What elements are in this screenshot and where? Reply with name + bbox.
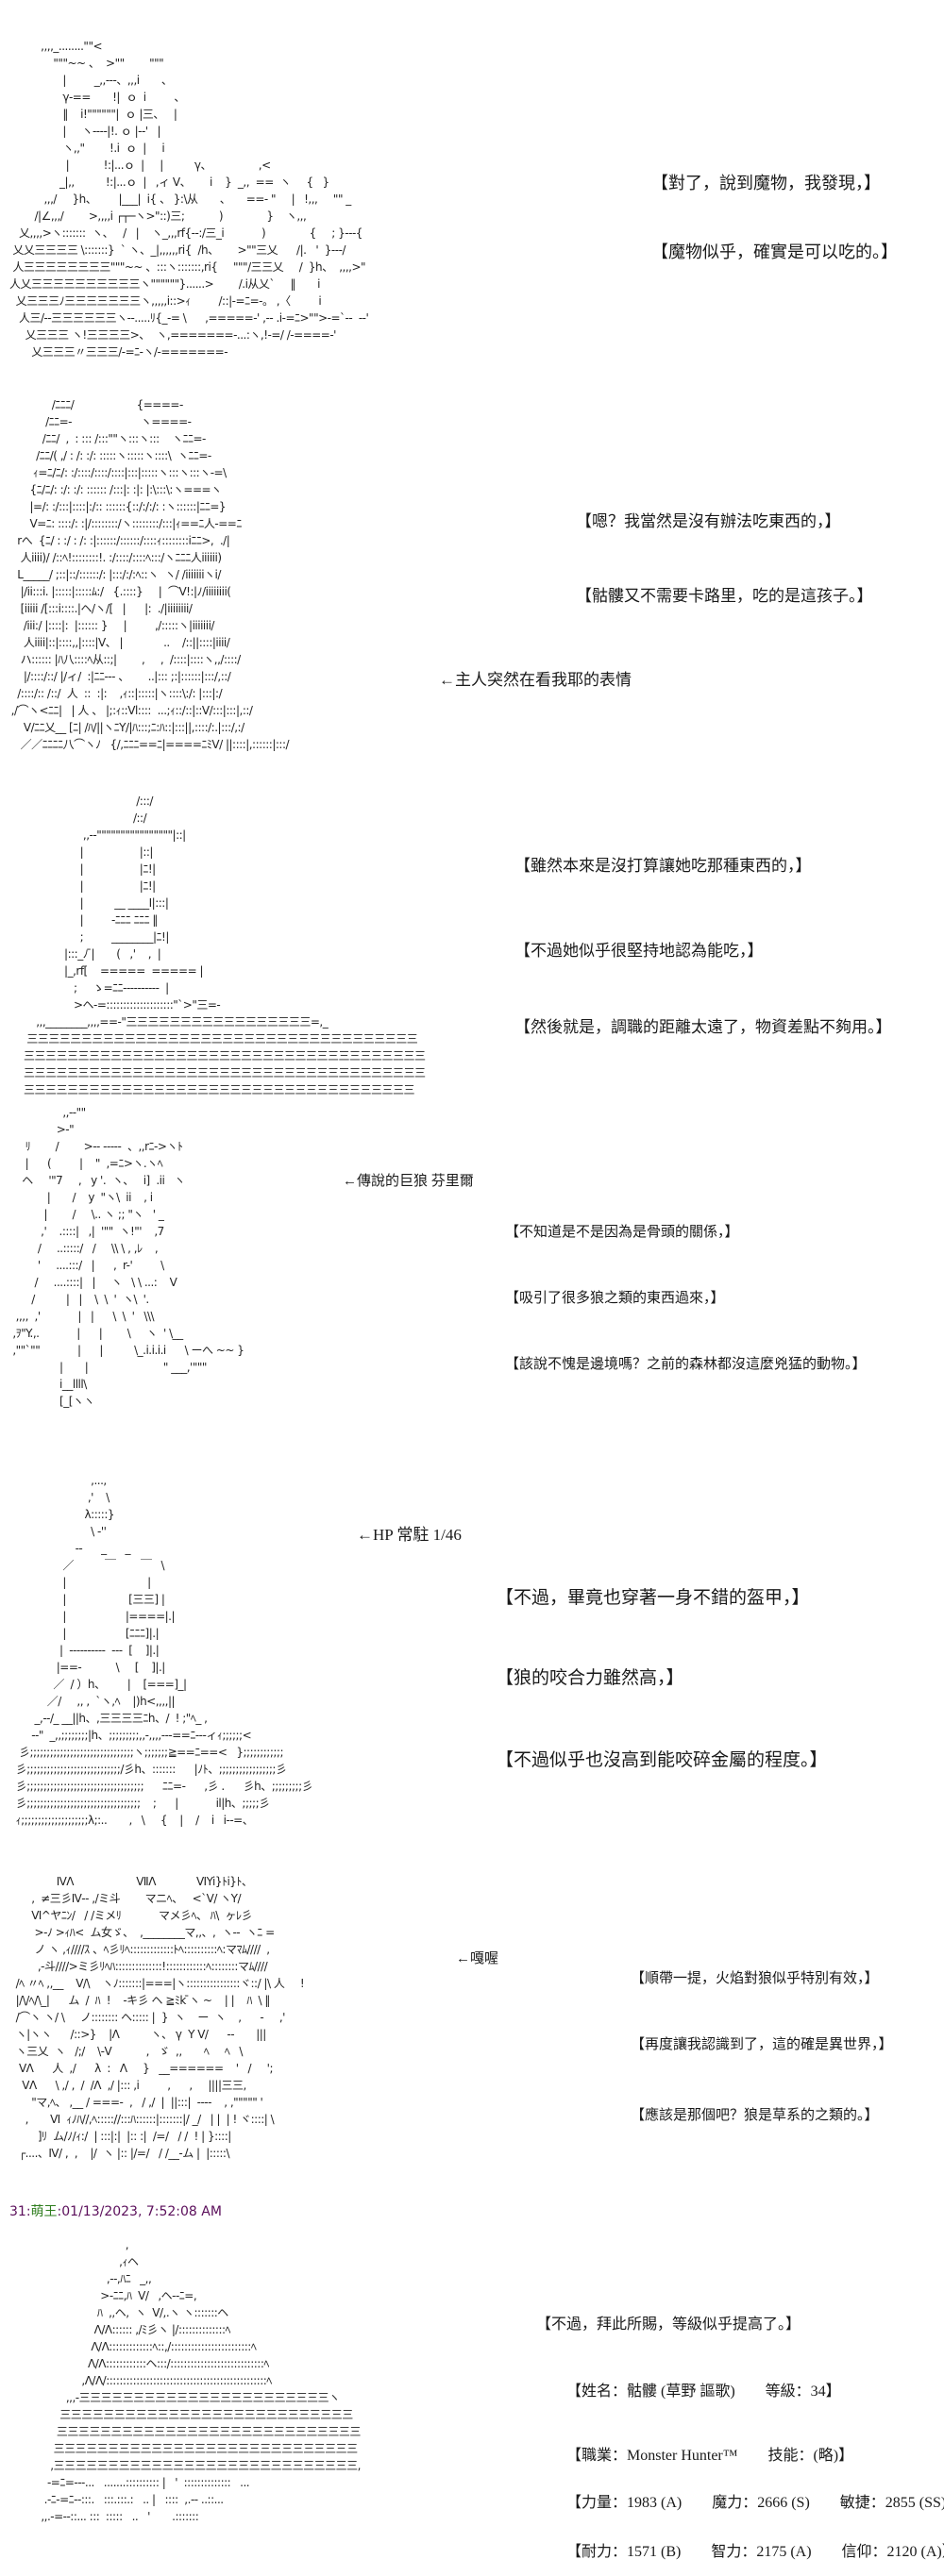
narration-line: 【不過她似乎很堅持地認為能吃，】 [514, 942, 764, 960]
post-author[interactable]: 萌王 [30, 2204, 58, 2219]
narration-line: 【然後就是，調職的距離太遠了，物資差點不夠用。】 [514, 1018, 892, 1036]
narration-line: 【骷髏又不需要卡路里，吃的是這孩子。】 [576, 587, 873, 605]
narration-line: 【不過似乎也沒高到能咬碎金屬的程度。】 [496, 1750, 828, 1770]
narration-line: 【魔物似乎，確實是可以吃的。】 [651, 243, 898, 261]
ascii-art-fire-battle: ⅣΛ ⅦΛ ⅥYi}ﾄi}ﾄ、 , ≠三彡Ⅳ-- ,/ミ斗 マニﾍ、 <`V/ … [15, 1875, 305, 2160]
annotation-arrow-note: ←HP 常駐 1/46 [357, 1526, 462, 1544]
narration-line: 【順帶一提，火焰對狼似乎特別有效，】 [631, 1971, 879, 1986]
post-timestamp: 01/13/2023, 7:52:08 AM [61, 2204, 222, 2219]
ascii-art-skeleton-helmet: /:::/ /::/ ,,--""""""""""""""""|::| | |:… [23, 795, 426, 1096]
narration-line: 【應該是那個吧？狼是草系的之類的。】 [631, 2108, 879, 2123]
ascii-art-armored-skeleton: ,..., ,' \ λ:::::} \ -'' -- _ _ ／ ￣ ￣ \ [15, 1474, 313, 1827]
annotation-arrow-note: ←嘎喔 [456, 1951, 499, 1966]
ascii-art-wolf: ,,--"" >-" ﾘ / >-- ----- 、,,rﾆ->ヽﾄ | ( |… [12, 1106, 244, 1408]
annotation-arrow-note: ←主人突然在看我耶的表情 [439, 671, 632, 689]
ascii-art-girl: /ﾆﾆﾆ/ {====- /ﾆﾆ=- ヽ====- /ﾆﾆ/ , : ::: /… [10, 398, 290, 751]
narration-line: 【不過，拜此所賜，等級似乎提高了。】 [536, 2317, 801, 2333]
status-stats-row-1: 【力量：1983 (A) 魔力：2666 (S) 敏捷：2855 (SS)】 [566, 2495, 944, 2511]
narration-line: 【不知道是不是因為是骨頭的關係，】 [505, 1225, 739, 1240]
post-header: 31:萌王:01/13/2023, 7:52:08 AM [9, 2204, 222, 2219]
status-stats-row-2: 【耐力：1571 (B) 智力：2175 (A) 信仰：2120 (A)】 [566, 2544, 944, 2560]
ascii-art-skeleton-feast: , ,ｨヘ ,--,ﾊﾆ _,, >-ﾆﾆ,ﾊ V/ ,ヘ--ﾆ=, ﾊ ,,ヘ… [41, 2238, 361, 2523]
narration-line: 【吸引了很多狼之類的東西過來，】 [505, 1291, 725, 1306]
narration-line: 【雖然本來是沒打算讓她吃那種東西的，】 [514, 857, 812, 875]
narration-line: 【對了，說到魔物，我發現，】 [651, 174, 881, 192]
status-name-level: 【姓名：骷髏 (草野 謳歌) 等級：34】 [566, 2384, 841, 2400]
ascii-art-skeleton-cooking: ,,,,_........""< """~~ 、 >"" """ | _,,--… [9, 40, 369, 359]
post-number[interactable]: 31 [9, 2204, 26, 2219]
narration-line: 【該說不愧是邊境嗎？之前的森林都沒這麼兇猛的動物。】 [505, 1357, 867, 1372]
annotation-arrow-note: ←傳說的巨狼 芬里爾 [343, 1174, 474, 1189]
narration-line: 【不過，畢竟也穿著一身不錯的盔甲，】 [496, 1588, 810, 1608]
status-job-skill: 【職業：Monster Hunter™ 技能：(略)】 [566, 2448, 854, 2464]
narration-line: 【再度讓我認識到了，這的確是異世界，】 [631, 2037, 893, 2052]
narration-line: 【狼的咬合力雖然高，】 [496, 1668, 684, 1688]
narration-line: 【嗯？我當然是沒有辦法吃東西的，】 [576, 512, 841, 530]
